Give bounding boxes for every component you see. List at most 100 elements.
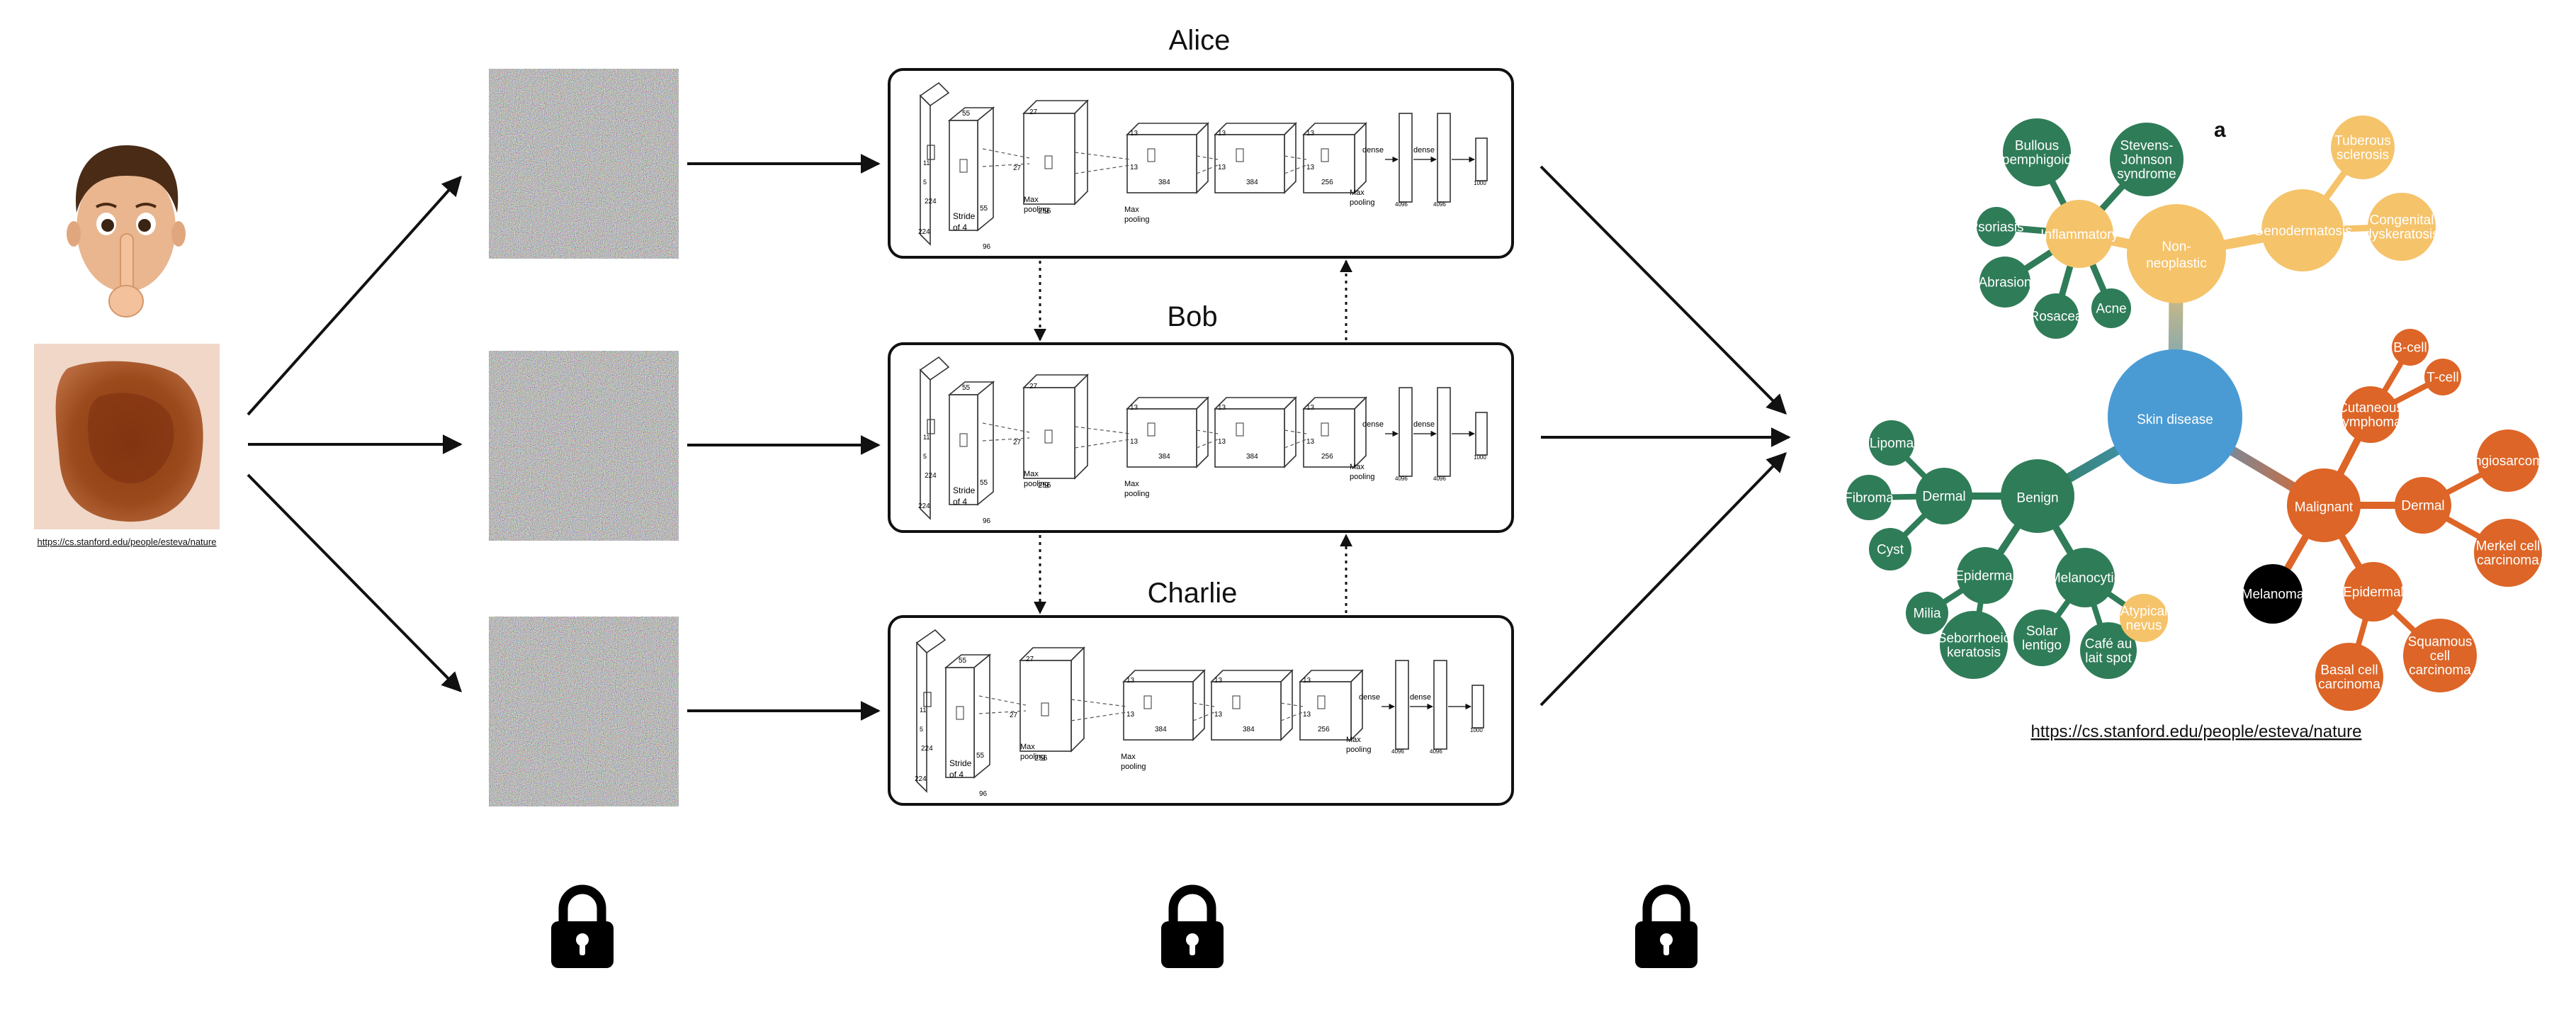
taxonomy-label: Abrasion: [1979, 276, 2032, 291]
cnn-dim-label: 4096: [1433, 201, 1446, 208]
cnn-dim-label: 11: [923, 159, 930, 167]
cnn-dim-label: 256: [1321, 179, 1333, 186]
cnn-dim-label: pooling: [1346, 746, 1371, 754]
cnn-dim-label: 13: [1306, 164, 1315, 172]
taxonomy-label: Dermal: [1922, 490, 1965, 505]
cnn-dim-label: Max: [1024, 470, 1039, 478]
cnn-dim-label: 224: [918, 502, 930, 510]
taxonomy-node-tcel: T-cell: [2424, 359, 2461, 395]
cnn-dim-label: 11: [923, 434, 930, 441]
cnn-dim-label: 13: [1214, 677, 1223, 685]
cnn-dim-label: 384: [1246, 179, 1258, 186]
taxonomy-label: Genodermatosis: [2253, 224, 2351, 239]
taxonomy-label: T-cell: [2427, 371, 2458, 386]
cnn-dim-label: 224: [925, 472, 937, 480]
cnn-dim-label: Max: [1020, 743, 1035, 751]
source-link-right[interactable]: https://cs.stanford.edu/people/esteva/na…: [2031, 722, 2362, 741]
taxonomy-node-cyst: Cyst: [1869, 528, 1911, 570]
cnn-dim-label: 384: [1243, 726, 1255, 733]
cnn-dim-label: 27: [1013, 439, 1022, 446]
noise-image: [489, 351, 679, 541]
cnn-dim-label: 5: [923, 179, 927, 186]
cnn-dim-label: Stride: [953, 211, 976, 221]
cnn-dim-label: 96: [983, 243, 991, 251]
cnn-dim-label: of 4: [953, 223, 967, 232]
cnn-dim-label: Max: [1346, 736, 1361, 744]
cnn-dim-label: 1000: [1474, 180, 1486, 186]
cnn-dim-label: 5: [923, 453, 927, 460]
taxonomy-node-mali: Malignant: [2287, 468, 2361, 542]
taxonomy-node-angi: Angiosarcoma: [2465, 429, 2551, 492]
cnn-dim-label: 13: [1218, 164, 1226, 172]
cnn-dim-label: 13: [1130, 438, 1139, 446]
cnn-dim-label: 1000: [1474, 454, 1486, 461]
lock-icon: [1635, 884, 1697, 968]
arrow-to-noise-1: [247, 175, 462, 416]
cnn-dim-label: 384: [1246, 453, 1258, 461]
taxonomy-label: Malignant: [2295, 500, 2354, 515]
cnn-dim-label: 27: [1013, 164, 1022, 172]
cnn-dim-label: Stride: [949, 758, 972, 768]
taxonomy-label: Dermal: [2401, 499, 2444, 514]
cnn-dim-label: 256: [1321, 453, 1333, 461]
cnn-dim-label: Max: [1350, 463, 1365, 471]
taxonomy-label: Epidermal: [1955, 569, 2016, 584]
cnn-dim-label: 13: [1303, 711, 1311, 719]
taxonomy-label: Benign: [2016, 490, 2058, 505]
cnn-dim-label: 96: [979, 790, 988, 798]
panel-letter: a: [2214, 118, 2226, 142]
source-link-left[interactable]: https://cs.stanford.edu/people/esteva/na…: [38, 536, 217, 547]
cnn-dim-label: 5: [920, 726, 923, 733]
taxonomy-node-beni: Benign: [2001, 459, 2074, 533]
cnn-dim-label: of 4: [949, 770, 964, 780]
taxonomy-node-lipo: Lipoma: [1869, 420, 1914, 466]
cnn-dim-label: 55: [962, 384, 971, 392]
cnn-dim-label: 1000: [1470, 727, 1483, 733]
cnn-dim-label: 256: [1038, 481, 1051, 490]
taxonomy-label: Fibroma: [1844, 491, 1894, 506]
cnn-dim-label: 27: [1029, 108, 1038, 116]
cnn-dim-label: 55: [959, 657, 967, 665]
cnn-dim-label: 13: [1126, 677, 1135, 685]
cnn-dim-label: pooling: [1124, 490, 1149, 498]
taxonomy-node-derb: Dermal: [1916, 468, 1972, 524]
cnn-dim-label: pooling: [1020, 753, 1045, 761]
cnn-dim-label: Max: [1024, 196, 1039, 204]
taxonomy-node-pso: Psoriasis: [1969, 207, 2024, 247]
cnn-dim-label: 224: [921, 745, 933, 753]
taxonomy-node-root: Skin disease: [2108, 349, 2242, 484]
cnn-dim-label: 256: [1038, 207, 1051, 215]
cnn-dim-label: 55: [980, 479, 988, 487]
cnn-dim-label: 384: [1158, 453, 1170, 461]
cnn-dim-label: 13: [1130, 404, 1139, 412]
cnn-dim-label: dense: [1410, 693, 1431, 702]
cnn-dim-label: dense: [1413, 146, 1435, 154]
cnn-dim-label: 4096: [1430, 748, 1442, 755]
cnn-dim-label: pooling: [1124, 215, 1149, 224]
party-label-bob: Bob: [1167, 301, 1217, 332]
taxonomy-label: Acne: [2096, 302, 2126, 317]
cnn-dim-label: dense: [1362, 146, 1384, 154]
cnn-dim-label: dense: [1362, 420, 1384, 429]
cnn-dim-label: 55: [976, 752, 985, 760]
cnn-dim-label: 224: [918, 228, 930, 236]
cnn-dim-label: 27: [1026, 656, 1034, 663]
cnn-dim-label: 13: [1306, 404, 1315, 412]
face-shush-icon: [67, 145, 186, 317]
